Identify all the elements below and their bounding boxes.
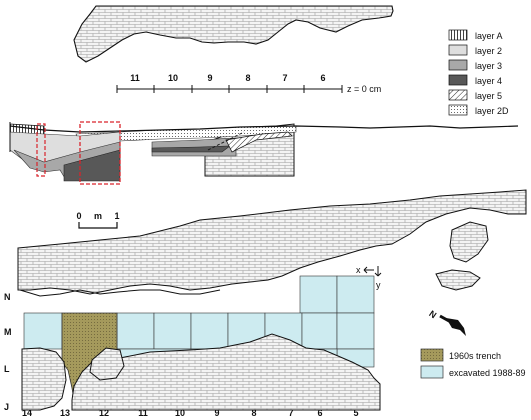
plan-col-label: 12: [99, 408, 109, 418]
plan-column-labels: 14 13 12 11 10 9 8 7 6 5: [22, 408, 359, 418]
legend-item-layer-4: layer 4: [448, 74, 502, 86]
scale-label-one: 1: [114, 211, 119, 221]
plan-col-label: 6: [317, 408, 322, 418]
rock-wall-plan-north: [17, 189, 527, 295]
arrow-down-icon: [374, 266, 382, 277]
plan-col-label: 9: [214, 408, 219, 418]
plan-col-label: 13: [60, 408, 70, 418]
section-col-label: 6: [320, 73, 325, 83]
datum-ticks: [116, 85, 343, 93]
plan-row-label: L: [4, 364, 10, 374]
datum-label: z = 0 cm: [347, 84, 381, 94]
svg-text:layer 5: layer 5: [475, 91, 502, 101]
plan-col-label: 11: [138, 408, 148, 418]
plan-inner-contour: [19, 289, 221, 297]
plan-legend: 1960s trench excavated 1988-89: [420, 348, 526, 379]
plan-row-label: M: [4, 327, 12, 337]
excavated-square: [336, 312, 375, 350]
plan-row-label: N: [4, 292, 11, 302]
north-arrow-icon: N: [427, 308, 466, 336]
legend-item-layer-a: layer A: [448, 29, 503, 41]
excavated-square: [23, 312, 63, 350]
svg-text:layer 4: layer 4: [475, 76, 502, 86]
north-label: N: [427, 308, 438, 320]
excavated-square: [116, 312, 155, 350]
plan-col-label: 8: [251, 408, 256, 418]
svg-text:1960s trench: 1960s trench: [449, 351, 501, 361]
axes-indicator: x y: [356, 265, 382, 290]
legend-item-layer-2d: layer 2D: [448, 104, 509, 116]
legend-item-excavated: excavated 1988-89: [420, 365, 526, 379]
plan-col-label: 14: [22, 408, 32, 418]
scale-label-unit: m: [94, 211, 102, 221]
excavated-square: [301, 312, 338, 350]
layer-5-wedge: [225, 131, 293, 153]
excavated-square: [153, 312, 192, 350]
section-col-label: 7: [282, 73, 287, 83]
scale-bar: 0 m 1: [76, 211, 120, 229]
excavated-square: [336, 275, 375, 314]
excavated-square: [299, 275, 338, 314]
arrow-left-icon: [363, 266, 374, 274]
rock-boulder: [89, 347, 125, 381]
section-col-label: 11: [130, 73, 140, 83]
axis-y-label: y: [376, 280, 381, 290]
plan-col-label: 5: [353, 408, 358, 418]
section-col-label: 9: [207, 73, 212, 83]
svg-text:excavated 1988-89: excavated 1988-89: [449, 368, 526, 378]
highlight-box-right: [79, 121, 121, 185]
section-col-label: 8: [245, 73, 250, 83]
svg-text:layer 2: layer 2: [475, 46, 502, 56]
rock-blob-small: [435, 269, 481, 291]
legend-item-layer-3: layer 3: [448, 59, 502, 71]
svg-text:layer 2D: layer 2D: [475, 106, 509, 116]
rock-roof-section: [73, 5, 394, 63]
layer-legend: layer A layer 2 layer 3 layer 4 layer 5 …: [448, 29, 509, 116]
plan-row-labels: N M L J: [4, 292, 12, 412]
plan-view: N M L J 14 13 12 11 10 9 8 7 6 5: [4, 189, 527, 418]
section-column-labels: 11 10 9 8 7 6: [130, 73, 325, 83]
dashed-contact: [207, 131, 245, 151]
svg-text:layer 3: layer 3: [475, 61, 502, 71]
plan-col-label: 7: [288, 408, 293, 418]
section-profile: 11 10 9 8 7 6 z = 0 cm: [9, 5, 519, 185]
plan-row-label: J: [4, 402, 9, 412]
section-col-label: 10: [168, 73, 178, 83]
highlight-box-left: [36, 123, 46, 177]
svg-text:layer A: layer A: [475, 31, 503, 41]
scale-label-zero: 0: [76, 211, 81, 221]
layer-4-lens: [151, 145, 231, 153]
excavated-square: [190, 312, 229, 350]
rock-blob-east: [449, 221, 489, 263]
rock-pocket-west: [21, 347, 67, 411]
legend-item-trench: 1960s trench: [420, 348, 501, 362]
plan-col-label: 10: [175, 408, 185, 418]
legend-item-layer-2: layer 2: [448, 44, 502, 56]
axis-x-label: x: [356, 265, 361, 275]
section-ground-line: [9, 125, 519, 133]
legend-item-layer-5: layer 5: [448, 89, 502, 101]
